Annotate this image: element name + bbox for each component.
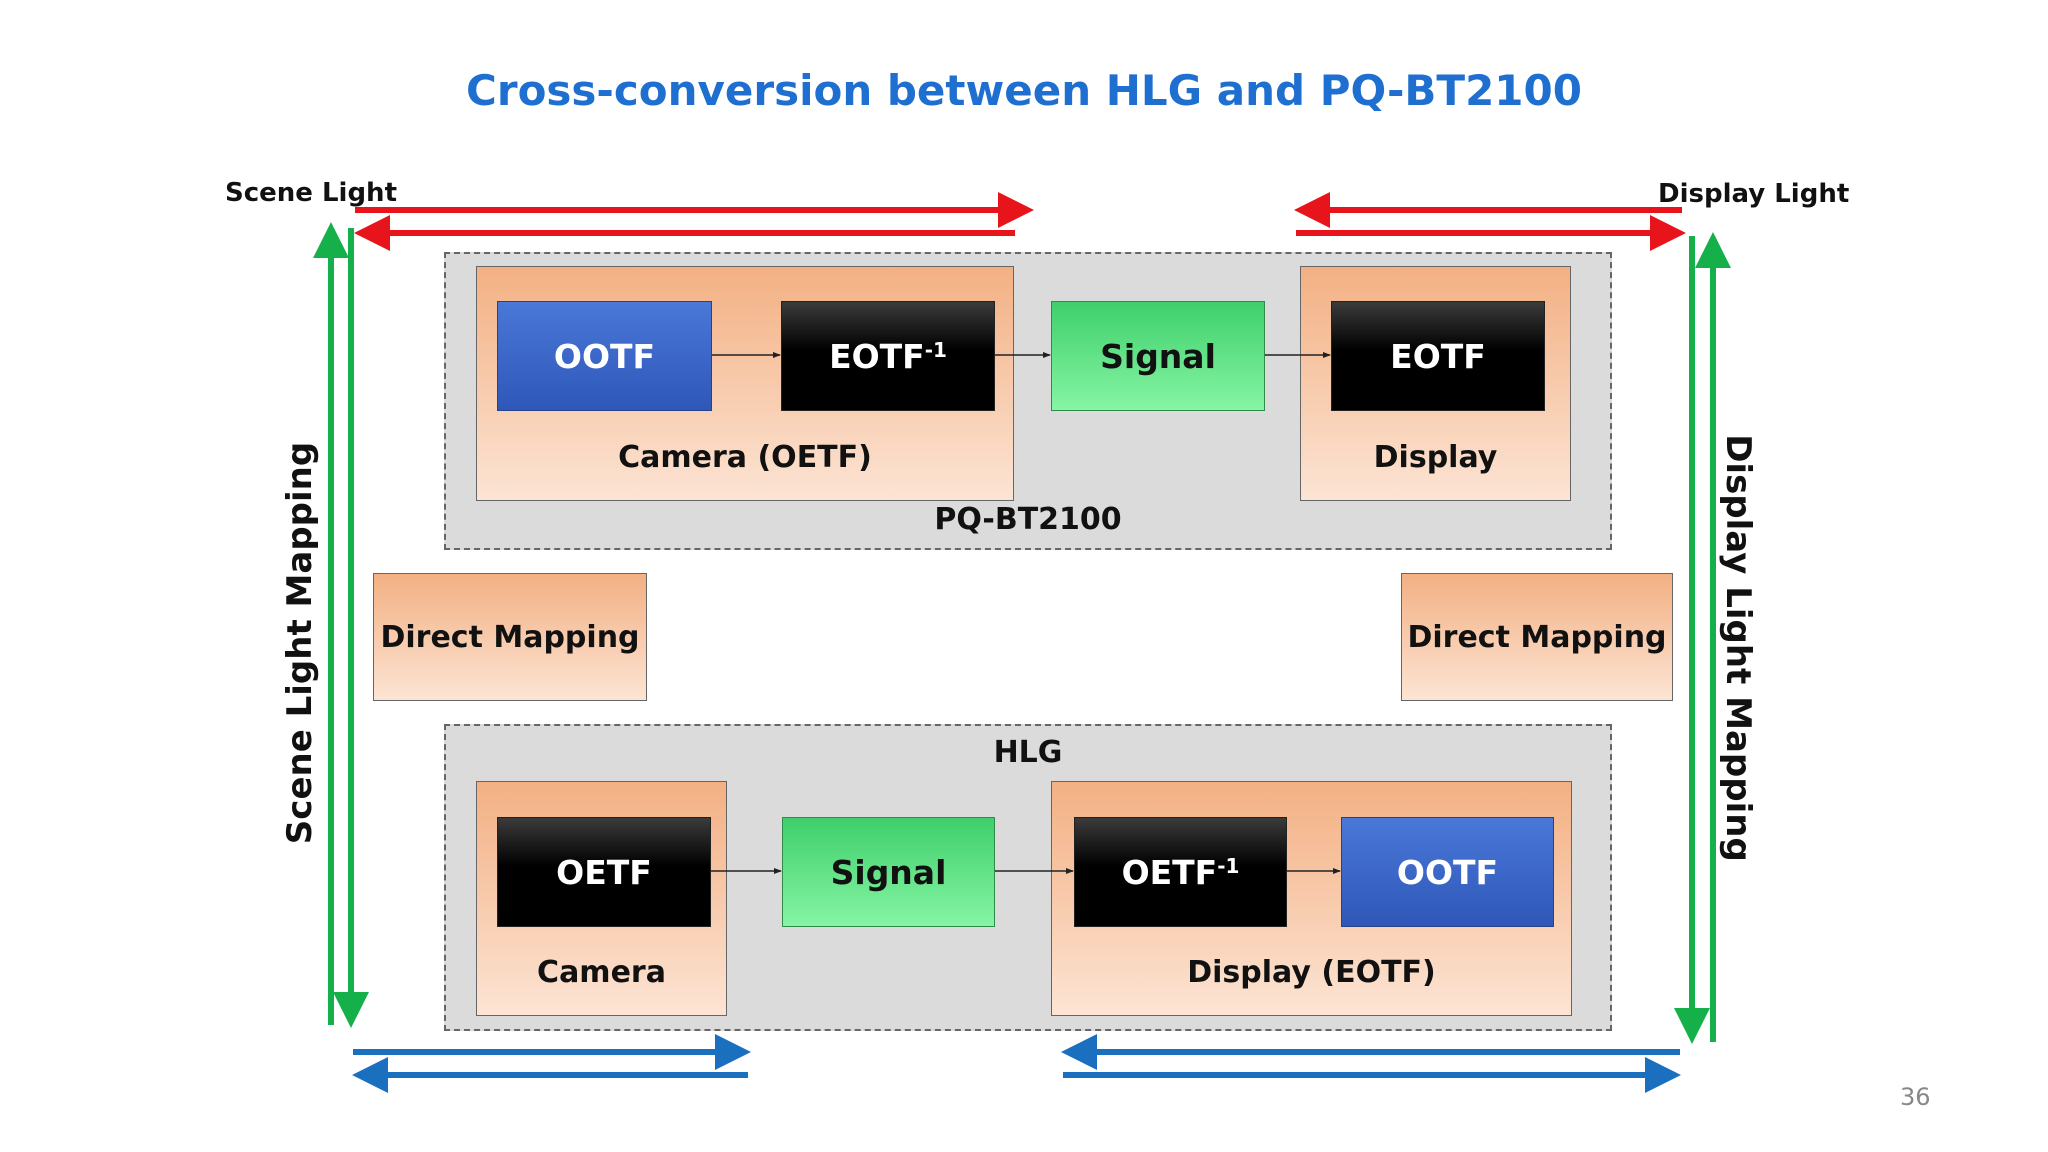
- hlg-oetf-inverse-text: OETF: [1121, 852, 1218, 892]
- hlg-signal-block: Signal: [782, 817, 995, 927]
- display-light-label: Display Light: [1658, 179, 1850, 209]
- pq-signal-block: Signal: [1051, 301, 1265, 411]
- hlg-signal-text: Signal: [830, 852, 947, 892]
- hlg-oetf-block: OETF: [497, 817, 711, 927]
- page-number: 36: [1900, 1083, 1931, 1111]
- hlg-oetf-inverse-sup: -1: [1217, 854, 1240, 878]
- direct-mapping-left: Direct Mapping: [373, 573, 647, 701]
- pq-eotf-inverse-block: EOTF-1: [781, 301, 995, 411]
- direct-mapping-right: Direct Mapping: [1401, 573, 1673, 701]
- hlg-ootf-text: OOTF: [1396, 852, 1499, 892]
- scene-light-label: Scene Light: [225, 178, 397, 208]
- pq-signal-text: Signal: [1100, 336, 1216, 376]
- pq-ootf-text: OOTF: [553, 336, 656, 376]
- pq-display-label: Display: [1373, 440, 1498, 475]
- hlg-ootf-block: OOTF: [1341, 817, 1554, 927]
- hlg-camera-label: Camera: [537, 955, 666, 990]
- pq-eotf-inverse-sup: -1: [924, 338, 947, 362]
- pq-eotf-inverse-text: EOTF: [829, 336, 925, 376]
- hlg-label: HLG: [993, 735, 1063, 770]
- hlg-display-label: Display (EOTF): [1187, 955, 1436, 990]
- hlg-oetf-inverse-block: OETF-1: [1074, 817, 1287, 927]
- pq-bt2100-label: PQ-BT2100: [934, 502, 1122, 537]
- hlg-oetf-text: OETF: [556, 852, 652, 892]
- pq-camera-label: Camera (OETF): [618, 440, 872, 475]
- pq-eotf-block: EOTF: [1331, 301, 1545, 411]
- slide-title: Cross-conversion between HLG and PQ-BT21…: [466, 66, 1582, 115]
- pq-eotf-text: EOTF: [1390, 336, 1486, 376]
- pq-ootf-block: OOTF: [497, 301, 712, 411]
